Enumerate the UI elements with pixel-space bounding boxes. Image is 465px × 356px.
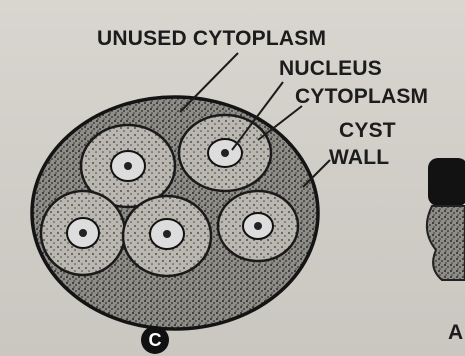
- label-unused-cytoplasm: UNUSED CYTOPLASM: [97, 28, 326, 50]
- label-nucleus: NUCLEUS: [279, 58, 382, 80]
- partial-organism-a: [427, 158, 465, 280]
- nucleus-bottom-left: [41, 191, 125, 275]
- label-wall: WALL: [329, 147, 389, 169]
- nucleus-top-right: [179, 115, 271, 191]
- nucleus-bottom-center: [123, 196, 211, 276]
- panel-letter-a: A: [448, 322, 463, 344]
- panel-letter-c: C: [141, 325, 169, 355]
- nucleus-bottom-right: [218, 191, 298, 261]
- label-cyst: CYST: [339, 120, 396, 142]
- label-cytoplasm: CYTOPLASM: [295, 86, 428, 108]
